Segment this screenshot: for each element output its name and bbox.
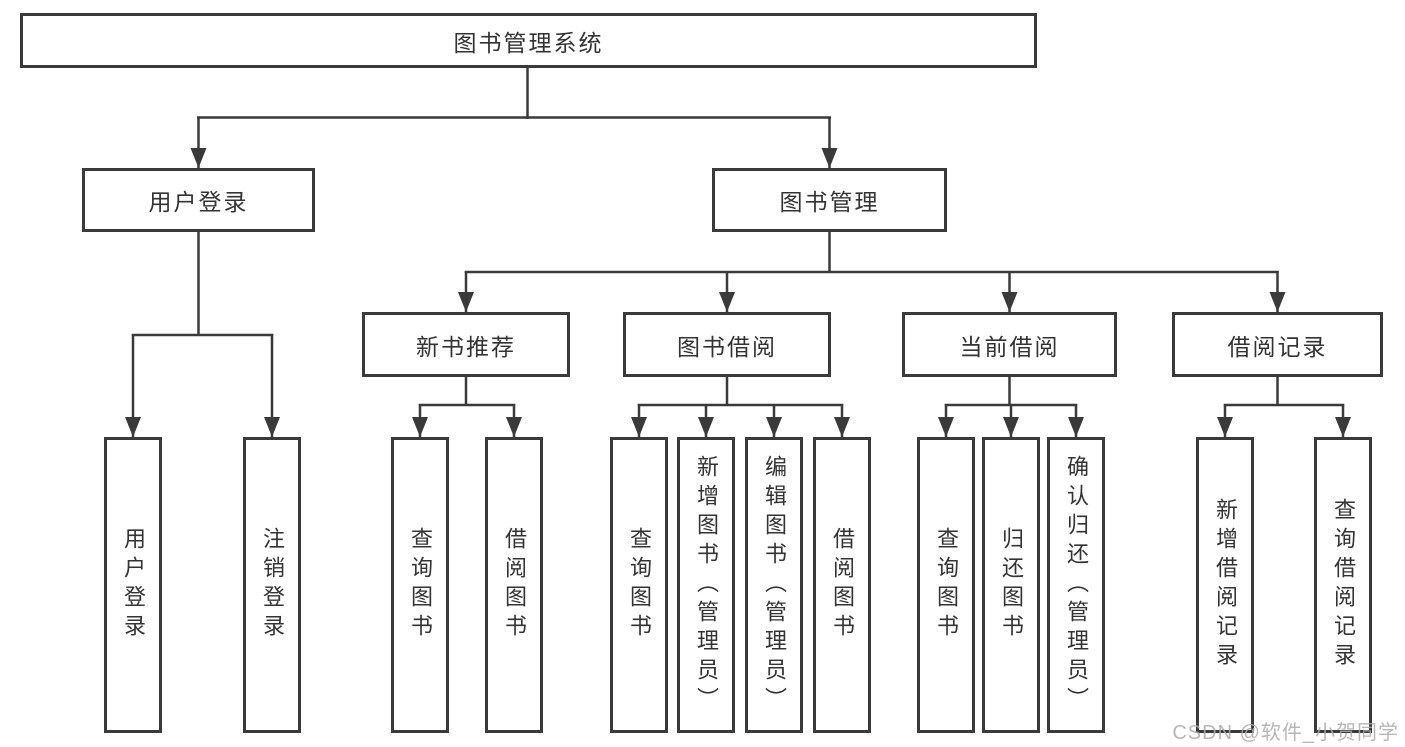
leaf-add-borrow-record-label: 新增借阅记录 [1213, 498, 1238, 672]
leaf-borrow-books: 借阅图书 [813, 437, 871, 733]
leaf-edit-books-admin: 编辑图书（管理员） [745, 437, 803, 733]
node-library-system: 图书管理系统 [20, 13, 1037, 68]
node-borrowing-records: 借阅记录 [1172, 312, 1383, 377]
leaf-query-books-borrowing-label: 查询图书 [627, 527, 652, 643]
watermark-csdn: CSDN @软件_小贺同学 [1172, 722, 1399, 744]
leaf-confirm-return-admin: 确认归还（管理员） [1047, 437, 1105, 733]
node-book-borrowing: 图书借阅 [623, 312, 831, 377]
leaf-query-borrow-record: 查询借阅记录 [1314, 437, 1372, 733]
node-current-borrowing: 当前借阅 [902, 312, 1117, 377]
node-new-book-recommendation-label: 新书推荐 [416, 333, 516, 360]
leaf-user-login-label: 用户登录 [121, 527, 146, 643]
leaf-query-books-recommend-label: 查询图书 [408, 527, 433, 643]
leaf-logout-login: 注销登录 [243, 437, 301, 733]
leaf-query-books-borrowing: 查询图书 [610, 437, 668, 733]
node-current-borrowing-label: 当前借阅 [959, 333, 1060, 360]
leaf-query-books-recommend: 查询图书 [391, 437, 449, 733]
leaf-borrow-books-recommend: 借阅图书 [485, 437, 543, 733]
leaf-query-books-current: 查询图书 [917, 437, 975, 733]
leaf-add-books-admin-label: 新增图书（管理员） [694, 454, 719, 716]
leaf-edit-books-admin-label: 编辑图书（管理员） [762, 454, 787, 716]
node-new-book-recommendation: 新书推荐 [362, 312, 570, 377]
leaf-user-login: 用户登录 [104, 437, 162, 733]
leaf-add-borrow-record: 新增借阅记录 [1196, 437, 1254, 733]
leaf-return-books: 归还图书 [982, 437, 1040, 733]
node-book-management-label: 图书管理 [779, 189, 880, 215]
leaf-query-borrow-record-label: 查询借阅记录 [1331, 498, 1356, 672]
node-user-login-label: 用户登录 [148, 189, 249, 215]
node-library-system-label: 图书管理系统 [453, 29, 604, 56]
leaf-query-books-current-label: 查询图书 [934, 527, 959, 643]
node-borrowing-records-label: 借阅记录 [1227, 333, 1328, 360]
node-book-borrowing-label: 图书借阅 [677, 333, 777, 360]
leaf-borrow-books-recommend-label: 借阅图书 [502, 527, 527, 643]
leaf-add-books-admin: 新增图书（管理员） [677, 437, 735, 733]
leaf-return-books-label: 归还图书 [999, 527, 1024, 643]
leaf-confirm-return-admin-label: 确认归还（管理员） [1064, 454, 1089, 716]
node-book-management: 图书管理 [712, 168, 947, 232]
leaf-logout-login-label: 注销登录 [260, 527, 285, 643]
leaf-borrow-books-label: 借阅图书 [830, 527, 855, 643]
node-user-login: 用户登录 [82, 168, 315, 232]
